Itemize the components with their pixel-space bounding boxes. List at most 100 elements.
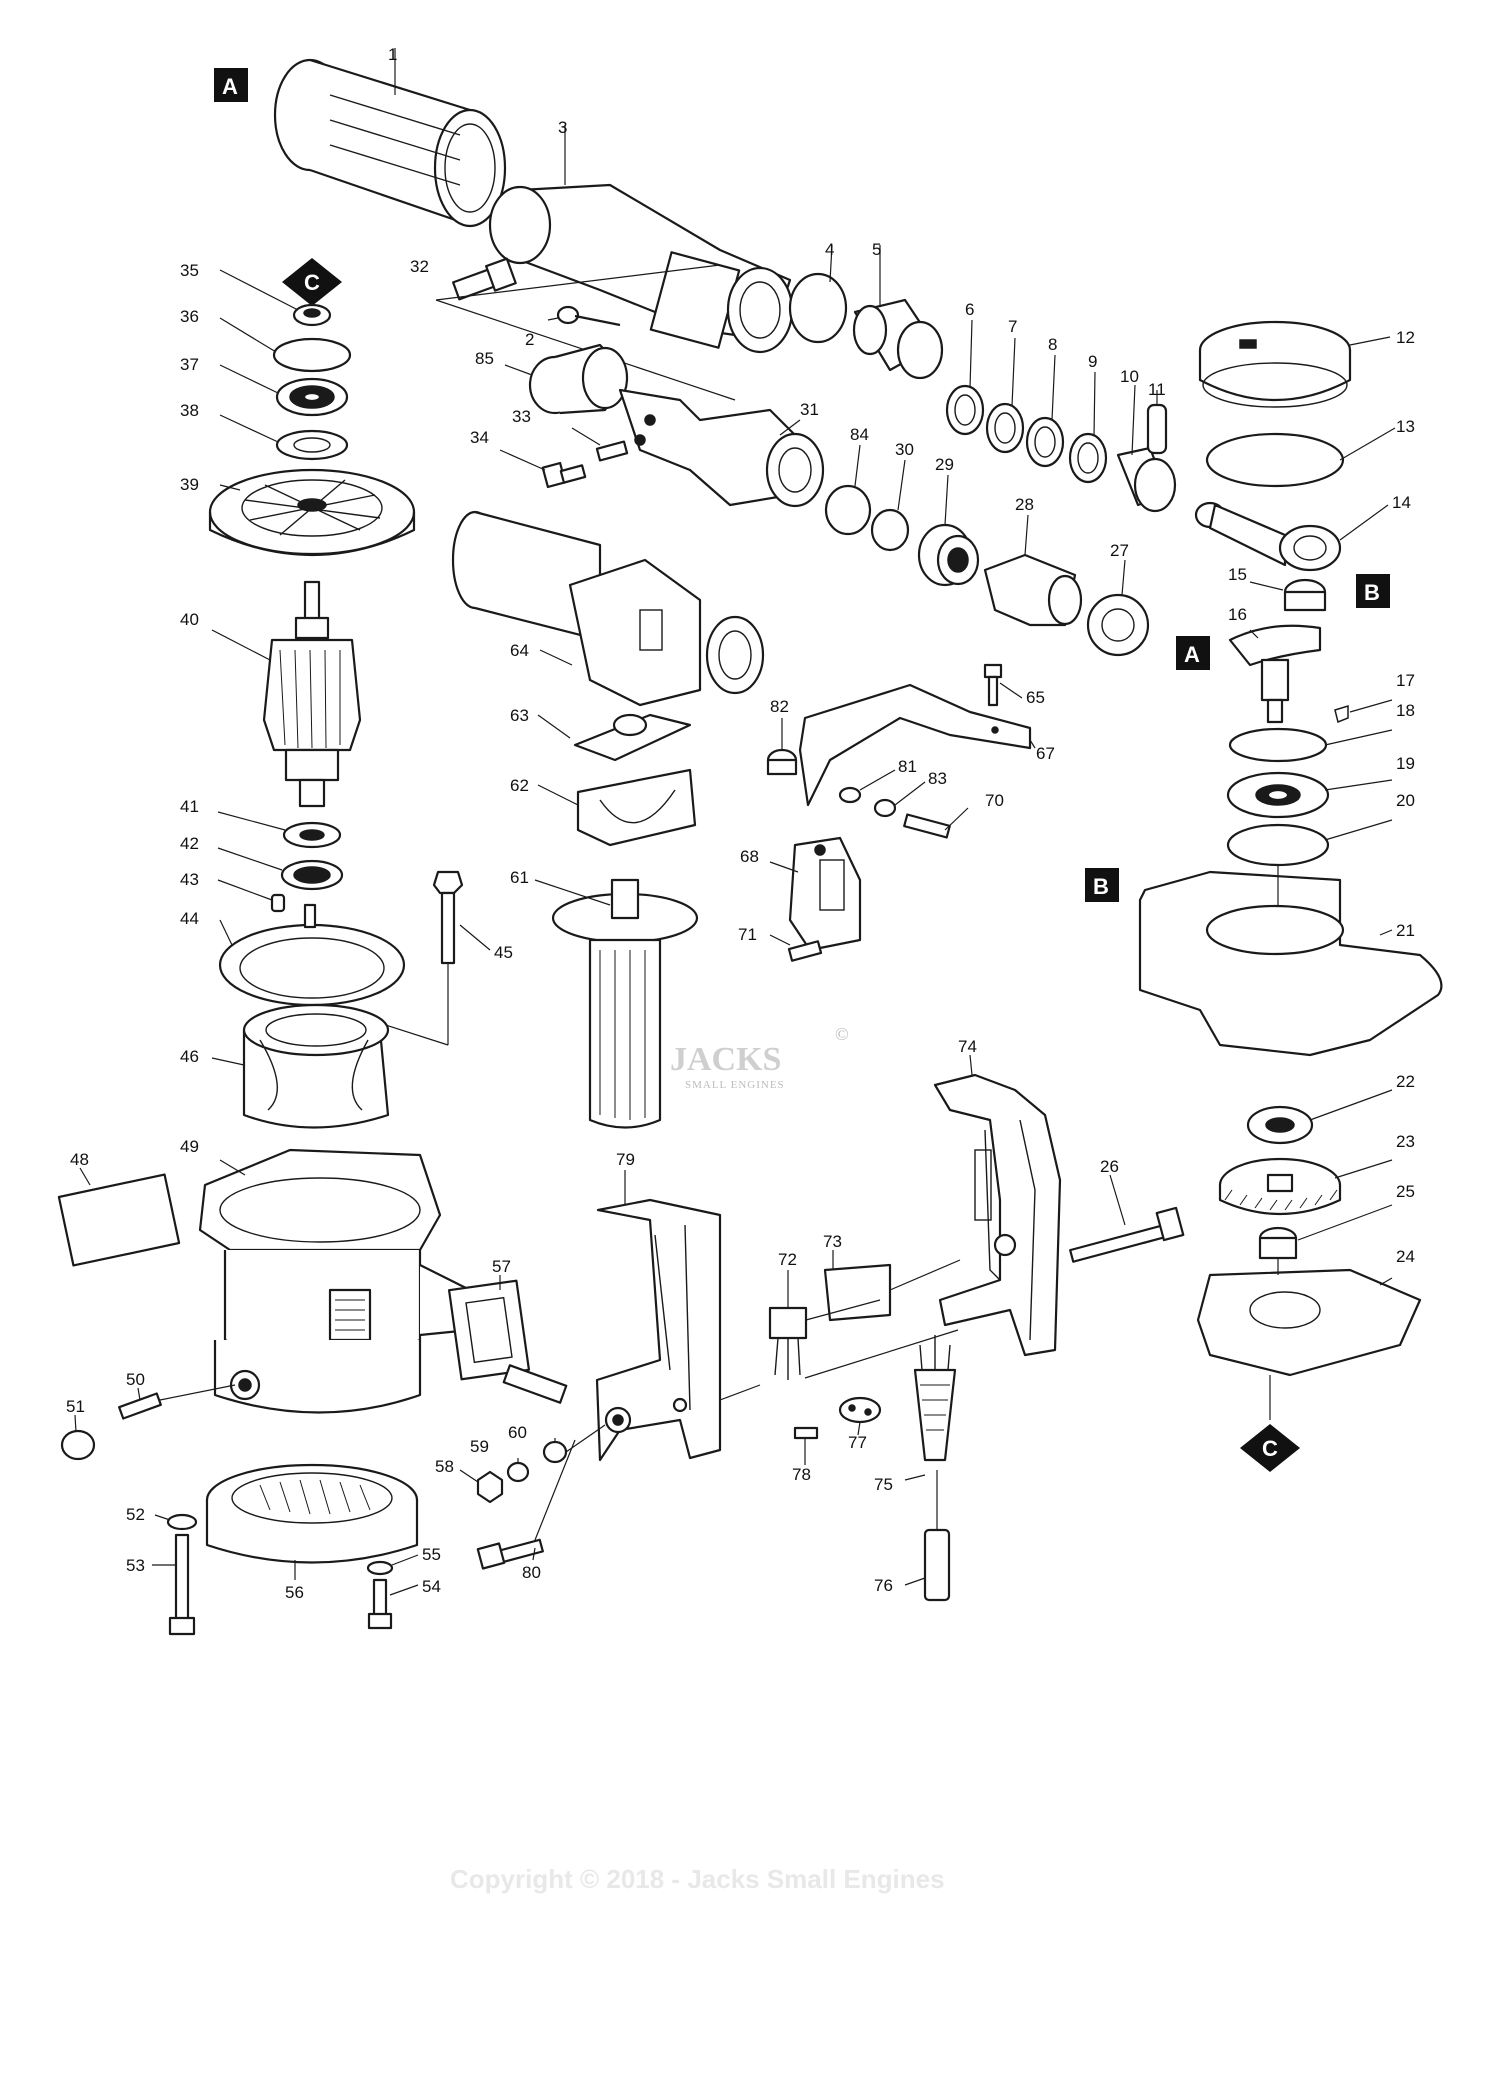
label-part-27: 27: [1110, 541, 1129, 560]
svg-text:A: A: [222, 74, 238, 99]
label-part-25: 25: [1396, 1182, 1415, 1201]
label-part-39: 39: [180, 475, 199, 494]
label-part-51: 51: [66, 1397, 85, 1416]
label-part-72: 72: [778, 1250, 797, 1269]
label-part-42: 42: [180, 834, 199, 853]
part-82-bushing: [766, 718, 798, 776]
label-part-26: 26: [1100, 1157, 1119, 1176]
label-part-34: 34: [470, 428, 489, 447]
part-8-ring: [1025, 354, 1065, 468]
label-part-17: 17: [1396, 671, 1415, 690]
part-number-labels: 1 2 3 4 5 6 7 8 9 10 11 12 13 14 15 16 1…: [66, 45, 1415, 1602]
label-part-5: 5: [872, 240, 881, 259]
part-9-ring: [1068, 371, 1108, 484]
label-part-55: 55: [422, 1545, 441, 1564]
label-part-35: 35: [180, 261, 199, 280]
part-22-bearing: [1246, 1089, 1393, 1145]
part-76-cord: [904, 1470, 951, 1602]
label-part-29: 29: [935, 455, 954, 474]
part-46-field-coil: [211, 1003, 390, 1129]
part-80-bolt: [476, 1439, 576, 1570]
label-part-40: 40: [180, 610, 199, 629]
part-83-washer: [873, 781, 926, 818]
label-part-4: 4: [825, 240, 834, 259]
label-part-12: 12: [1396, 328, 1415, 347]
part-44-baffle: [218, 903, 406, 1007]
part-10-ring: [1116, 384, 1177, 513]
part-71-screw: [769, 934, 823, 962]
part-25-bushing: [1258, 1204, 1393, 1260]
label-part-62: 62: [510, 776, 529, 795]
svg-text:C: C: [1262, 1436, 1278, 1461]
label-part-73: 73: [823, 1232, 842, 1251]
part-6-ring: [945, 319, 985, 436]
label-part-56: 56: [285, 1583, 304, 1602]
part-24-base-plate: [1196, 1258, 1422, 1420]
label-part-68: 68: [740, 847, 759, 866]
watermark-logo-text: JACKS: [670, 1041, 781, 1078]
part-53-bolt: [152, 1533, 196, 1636]
label-part-83: 83: [928, 769, 947, 788]
part-43-pin: [217, 879, 286, 913]
label-part-31: 31: [800, 400, 819, 419]
label-part-75: 75: [874, 1475, 893, 1494]
flag-b-left: B: [1085, 868, 1119, 902]
svg-text:B: B: [1364, 580, 1380, 605]
part-2-screw: [547, 305, 621, 327]
part-65-screw: [983, 663, 1023, 707]
part-13-disc: [1205, 427, 1396, 488]
part-21-gear-housing: [1138, 865, 1443, 1057]
flag-c-bottom: C: [1240, 1424, 1300, 1472]
label-part-8: 8: [1048, 335, 1057, 354]
label-part-15: 15: [1228, 565, 1247, 584]
svg-text:B: B: [1093, 874, 1109, 899]
part-57-brush-holder: [447, 1275, 568, 1404]
label-part-81: 81: [898, 757, 917, 776]
flag-b-right: B: [1356, 574, 1390, 608]
label-part-38: 38: [180, 401, 199, 420]
label-part-53: 53: [126, 1556, 145, 1575]
part-31-holder: [618, 388, 825, 508]
label-part-84: 84: [850, 425, 869, 444]
part-70-screw: [903, 807, 969, 839]
flag-a-bottom: A: [1176, 636, 1210, 670]
label-part-74: 74: [958, 1037, 977, 1056]
svg-text:A: A: [1184, 642, 1200, 667]
part-37-bearing: [219, 364, 349, 417]
part-35-nut: [219, 269, 332, 327]
label-part-78: 78: [792, 1465, 811, 1484]
svg-text:C: C: [304, 270, 320, 295]
part-77-clamp: [838, 1396, 882, 1436]
label-part-21: 21: [1396, 921, 1415, 940]
part-36-washer: [219, 317, 352, 373]
part-72-module: [768, 1270, 959, 1380]
part-59-washer: [506, 1458, 530, 1483]
part-7-ring: [985, 337, 1025, 454]
label-part-64: 64: [510, 641, 529, 660]
part-49-motor-housing: [198, 1148, 472, 1414]
part-61-side-grip: [534, 878, 699, 1129]
label-part-49: 49: [180, 1137, 199, 1156]
label-part-9: 9: [1088, 352, 1097, 371]
part-40-armature: [211, 580, 362, 808]
label-part-44: 44: [180, 909, 199, 928]
part-5-piston: [852, 245, 944, 380]
label-part-24: 24: [1396, 1247, 1415, 1266]
part-23-gear: [1218, 1157, 1393, 1216]
part-16-crank: [1228, 624, 1322, 724]
watermark-logo-mark: ©: [835, 1024, 850, 1044]
part-64-handle-bracket: [451, 510, 765, 707]
part-15-bearing: [1249, 578, 1327, 612]
part-14-rod: [1194, 501, 1389, 572]
label-part-71: 71: [738, 925, 757, 944]
label-part-14: 14: [1392, 493, 1411, 512]
part-50-brush: [118, 1384, 236, 1420]
part-67-bracket: [798, 683, 1036, 807]
label-part-18: 18: [1396, 701, 1415, 720]
part-51-cap: [60, 1414, 96, 1461]
part-54-screw: [367, 1578, 419, 1630]
label-part-19: 19: [1396, 754, 1415, 773]
label-part-59: 59: [470, 1437, 489, 1456]
label-part-80: 80: [522, 1563, 541, 1582]
